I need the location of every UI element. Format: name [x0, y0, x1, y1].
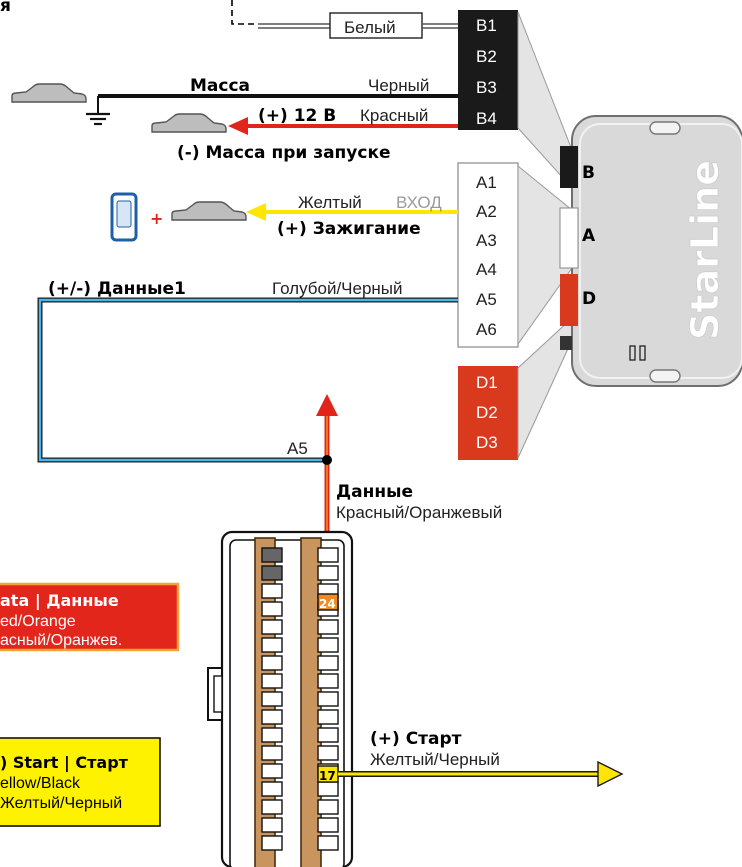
pin-24 — [317, 593, 339, 611]
a5-label: A5 — [287, 439, 308, 458]
pin-slot — [317, 673, 339, 689]
pin-a1: A1 — [476, 173, 497, 192]
connector-b: B1 B2 B3 B4 — [458, 10, 518, 130]
red-wire-label: Красный — [360, 106, 428, 125]
pin-slot — [261, 745, 283, 761]
pin-slot — [261, 781, 283, 797]
legend-start-line3: Желтый/Черный — [0, 795, 122, 812]
port-a-socket — [559, 207, 579, 269]
pin-a2: A2 — [476, 202, 497, 221]
junction-dot — [322, 455, 332, 465]
pin-a6: A6 — [476, 320, 497, 339]
legend-start: ) Start | Старт ellow/Black Желтый/Черны… — [0, 737, 161, 827]
white-wire-label: Белый — [344, 18, 396, 37]
pin-slot — [261, 763, 283, 779]
port-b-label: B — [582, 163, 595, 183]
pin-d2: D2 — [476, 403, 498, 422]
top-left-fragment: я — [0, 0, 11, 16]
pin-slot — [261, 583, 283, 599]
legend-start-line1: ) Start | Старт — [0, 753, 129, 773]
pin-slot — [261, 547, 283, 563]
yellow-wire: Желтый ВХОД (+) Зажигание — [246, 193, 458, 239]
black-wire-label: Черный — [368, 76, 429, 95]
plus-sign: + — [150, 209, 163, 228]
pin-slot — [317, 547, 339, 563]
dannye-label: Данные — [336, 482, 413, 502]
pin-slot — [317, 835, 339, 851]
port-d-label: D — [582, 289, 596, 309]
connector-d: D1 D2 D3 — [458, 366, 518, 460]
pin-b1: B1 — [476, 16, 497, 35]
pin-a4: A4 — [476, 260, 497, 279]
pin-slot — [317, 745, 339, 761]
pin-slot — [261, 673, 283, 689]
massa-label: Масса — [190, 76, 250, 96]
pin-d3: D3 — [476, 433, 498, 452]
legend-data-line1: ata | Данные — [0, 591, 119, 611]
pin-slot — [317, 799, 339, 815]
pin-slot — [261, 619, 283, 635]
starline-logo: StarLine — [683, 160, 727, 340]
jumper-icon — [629, 345, 646, 361]
pin-slot — [317, 709, 339, 725]
pin-slot — [317, 781, 339, 797]
legend-data-line3: асный/Оранжев. — [0, 632, 122, 649]
legend-data: ata | Данные ed/Orange асный/Оранжев. — [0, 582, 180, 652]
white-wire: Белый — [231, 0, 458, 39]
legend-start-line2: ellow/Black — [0, 775, 81, 792]
pin-slot — [261, 727, 283, 743]
car-icon — [151, 113, 227, 133]
pin-a3: A3 — [476, 231, 497, 250]
pin-slot — [261, 601, 283, 617]
car-icon — [11, 83, 87, 103]
pin-17-label: 17 — [319, 769, 336, 783]
minus-massa-label: (-) Масса при запуске — [177, 143, 391, 163]
plus12-label: (+) 12 В — [258, 106, 336, 126]
yellow-wire-label: Желтый — [298, 193, 362, 212]
pin-b2: B2 — [476, 47, 497, 66]
start-wire: (+) Старт Желтый/Черный — [338, 729, 624, 788]
pin-slot — [261, 565, 283, 581]
pin-slot — [261, 817, 283, 833]
pin-slot — [317, 727, 339, 743]
pin-24-label: 24 — [319, 597, 336, 611]
start-label: (+) Старт — [370, 729, 462, 749]
port-d-socket — [560, 274, 578, 326]
pin-slot — [261, 799, 283, 815]
red-wire: (+) 12 В Красный (-) Масса при запуске — [177, 106, 458, 163]
pin-slot — [261, 655, 283, 671]
blue-wire: (+/-) Данные1 Голубой/Черный A5 — [37, 279, 458, 463]
input-label: ВХОД — [396, 193, 442, 212]
pin-slot — [261, 835, 283, 851]
ignition-label: (+) Зажигание — [277, 219, 421, 239]
pin-b3: B3 — [476, 78, 497, 97]
pin-slot — [317, 691, 339, 707]
starline-module: B A D StarLine — [559, 115, 742, 387]
yellow-black-wire-label: Желтый/Черный — [370, 750, 500, 769]
port-b-socket — [560, 146, 578, 188]
connector-a: A1 A2 A3 A4 A5 A6 — [457, 162, 519, 348]
pin-slot — [317, 655, 339, 671]
pin-slot — [261, 637, 283, 653]
legend-data-line2: ed/Orange — [0, 613, 76, 630]
pin-d1: D1 — [476, 373, 498, 392]
blue-black-wire-label: Голубой/Черный — [272, 279, 403, 298]
car-icon — [171, 201, 247, 221]
port-a-label: A — [582, 226, 596, 246]
data-wire: Данные Красный/Оранжевый — [316, 394, 502, 600]
pin-slot — [317, 817, 339, 833]
pin-slot — [261, 709, 283, 725]
pin-slot — [317, 619, 339, 635]
data1-label: (+/-) Данные1 — [48, 279, 186, 299]
pin-a5: A5 — [476, 290, 497, 309]
pin-slot — [261, 691, 283, 707]
key-fob-icon — [110, 192, 138, 242]
pin-slot — [317, 637, 339, 653]
car-connector: 24 17 — [207, 530, 354, 867]
pin-slot — [317, 565, 339, 581]
red-orange-wire-label: Красный/Оранжевый — [336, 503, 502, 522]
ground-wire: Масса Черный — [86, 76, 458, 126]
pin-b4: B4 — [476, 109, 497, 128]
